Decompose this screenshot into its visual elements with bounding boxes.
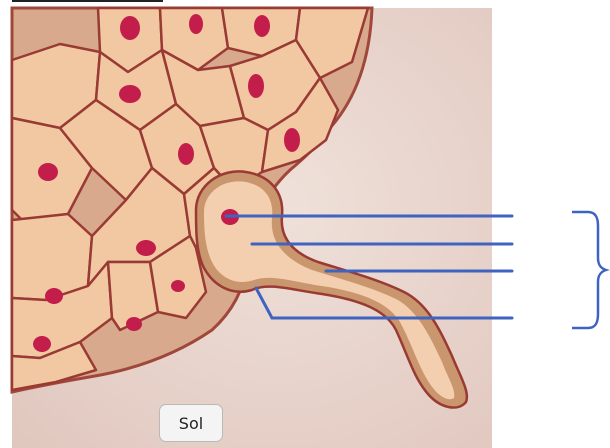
nucleus <box>33 336 51 352</box>
cell <box>12 214 92 300</box>
nucleus <box>248 74 264 98</box>
soil-label: Sol <box>159 404 223 442</box>
nucleus <box>189 14 203 34</box>
nucleus <box>38 163 58 181</box>
nucleus <box>136 240 156 256</box>
nucleus <box>45 288 63 304</box>
label-bracket <box>572 212 606 328</box>
nucleus <box>178 143 194 165</box>
nucleus <box>119 85 141 103</box>
nucleus <box>126 317 142 331</box>
nucleus <box>284 128 300 152</box>
nucleus <box>254 15 270 37</box>
nucleus <box>171 280 185 292</box>
nucleus <box>120 16 140 40</box>
